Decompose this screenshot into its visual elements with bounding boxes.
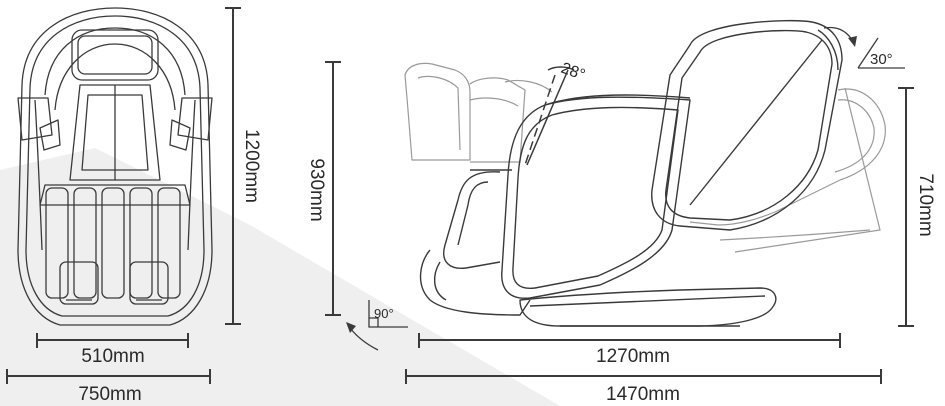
side-ghost-legrest (689, 87, 886, 253)
label-side-height: 930mm (306, 158, 327, 221)
dim-front-inner-width (36, 333, 189, 348)
label-front-outer-width: 750mm (78, 384, 141, 405)
angle-tilt-marker (857, 37, 905, 69)
side-ghost-chair (404, 62, 553, 163)
label-side-length-reclined: 1470mm (606, 384, 680, 405)
label-tilt-angle: 30° (870, 51, 893, 68)
arrowhead-tilt-icon (848, 36, 857, 47)
dim-front-outer-width (6, 369, 211, 384)
dim-side-length-reclined (405, 369, 882, 384)
side-view-chair (419, 19, 843, 327)
arrowhead-leg-icon (346, 322, 356, 333)
dim-reclined-height (898, 87, 914, 327)
label-leg-angle: 90° (374, 306, 394, 321)
angle-leg-marker (368, 300, 408, 328)
label-reclined-height: 710mm (915, 173, 936, 236)
dim-side-height (325, 61, 341, 316)
dim-side-length-upright (418, 333, 841, 348)
front-view-chair (17, 7, 213, 326)
dim-front-height (225, 7, 241, 325)
label-front-height: 1200mm (241, 129, 262, 203)
label-side-length-upright: 1270mm (596, 346, 670, 367)
label-front-inner-width: 510mm (81, 346, 144, 367)
